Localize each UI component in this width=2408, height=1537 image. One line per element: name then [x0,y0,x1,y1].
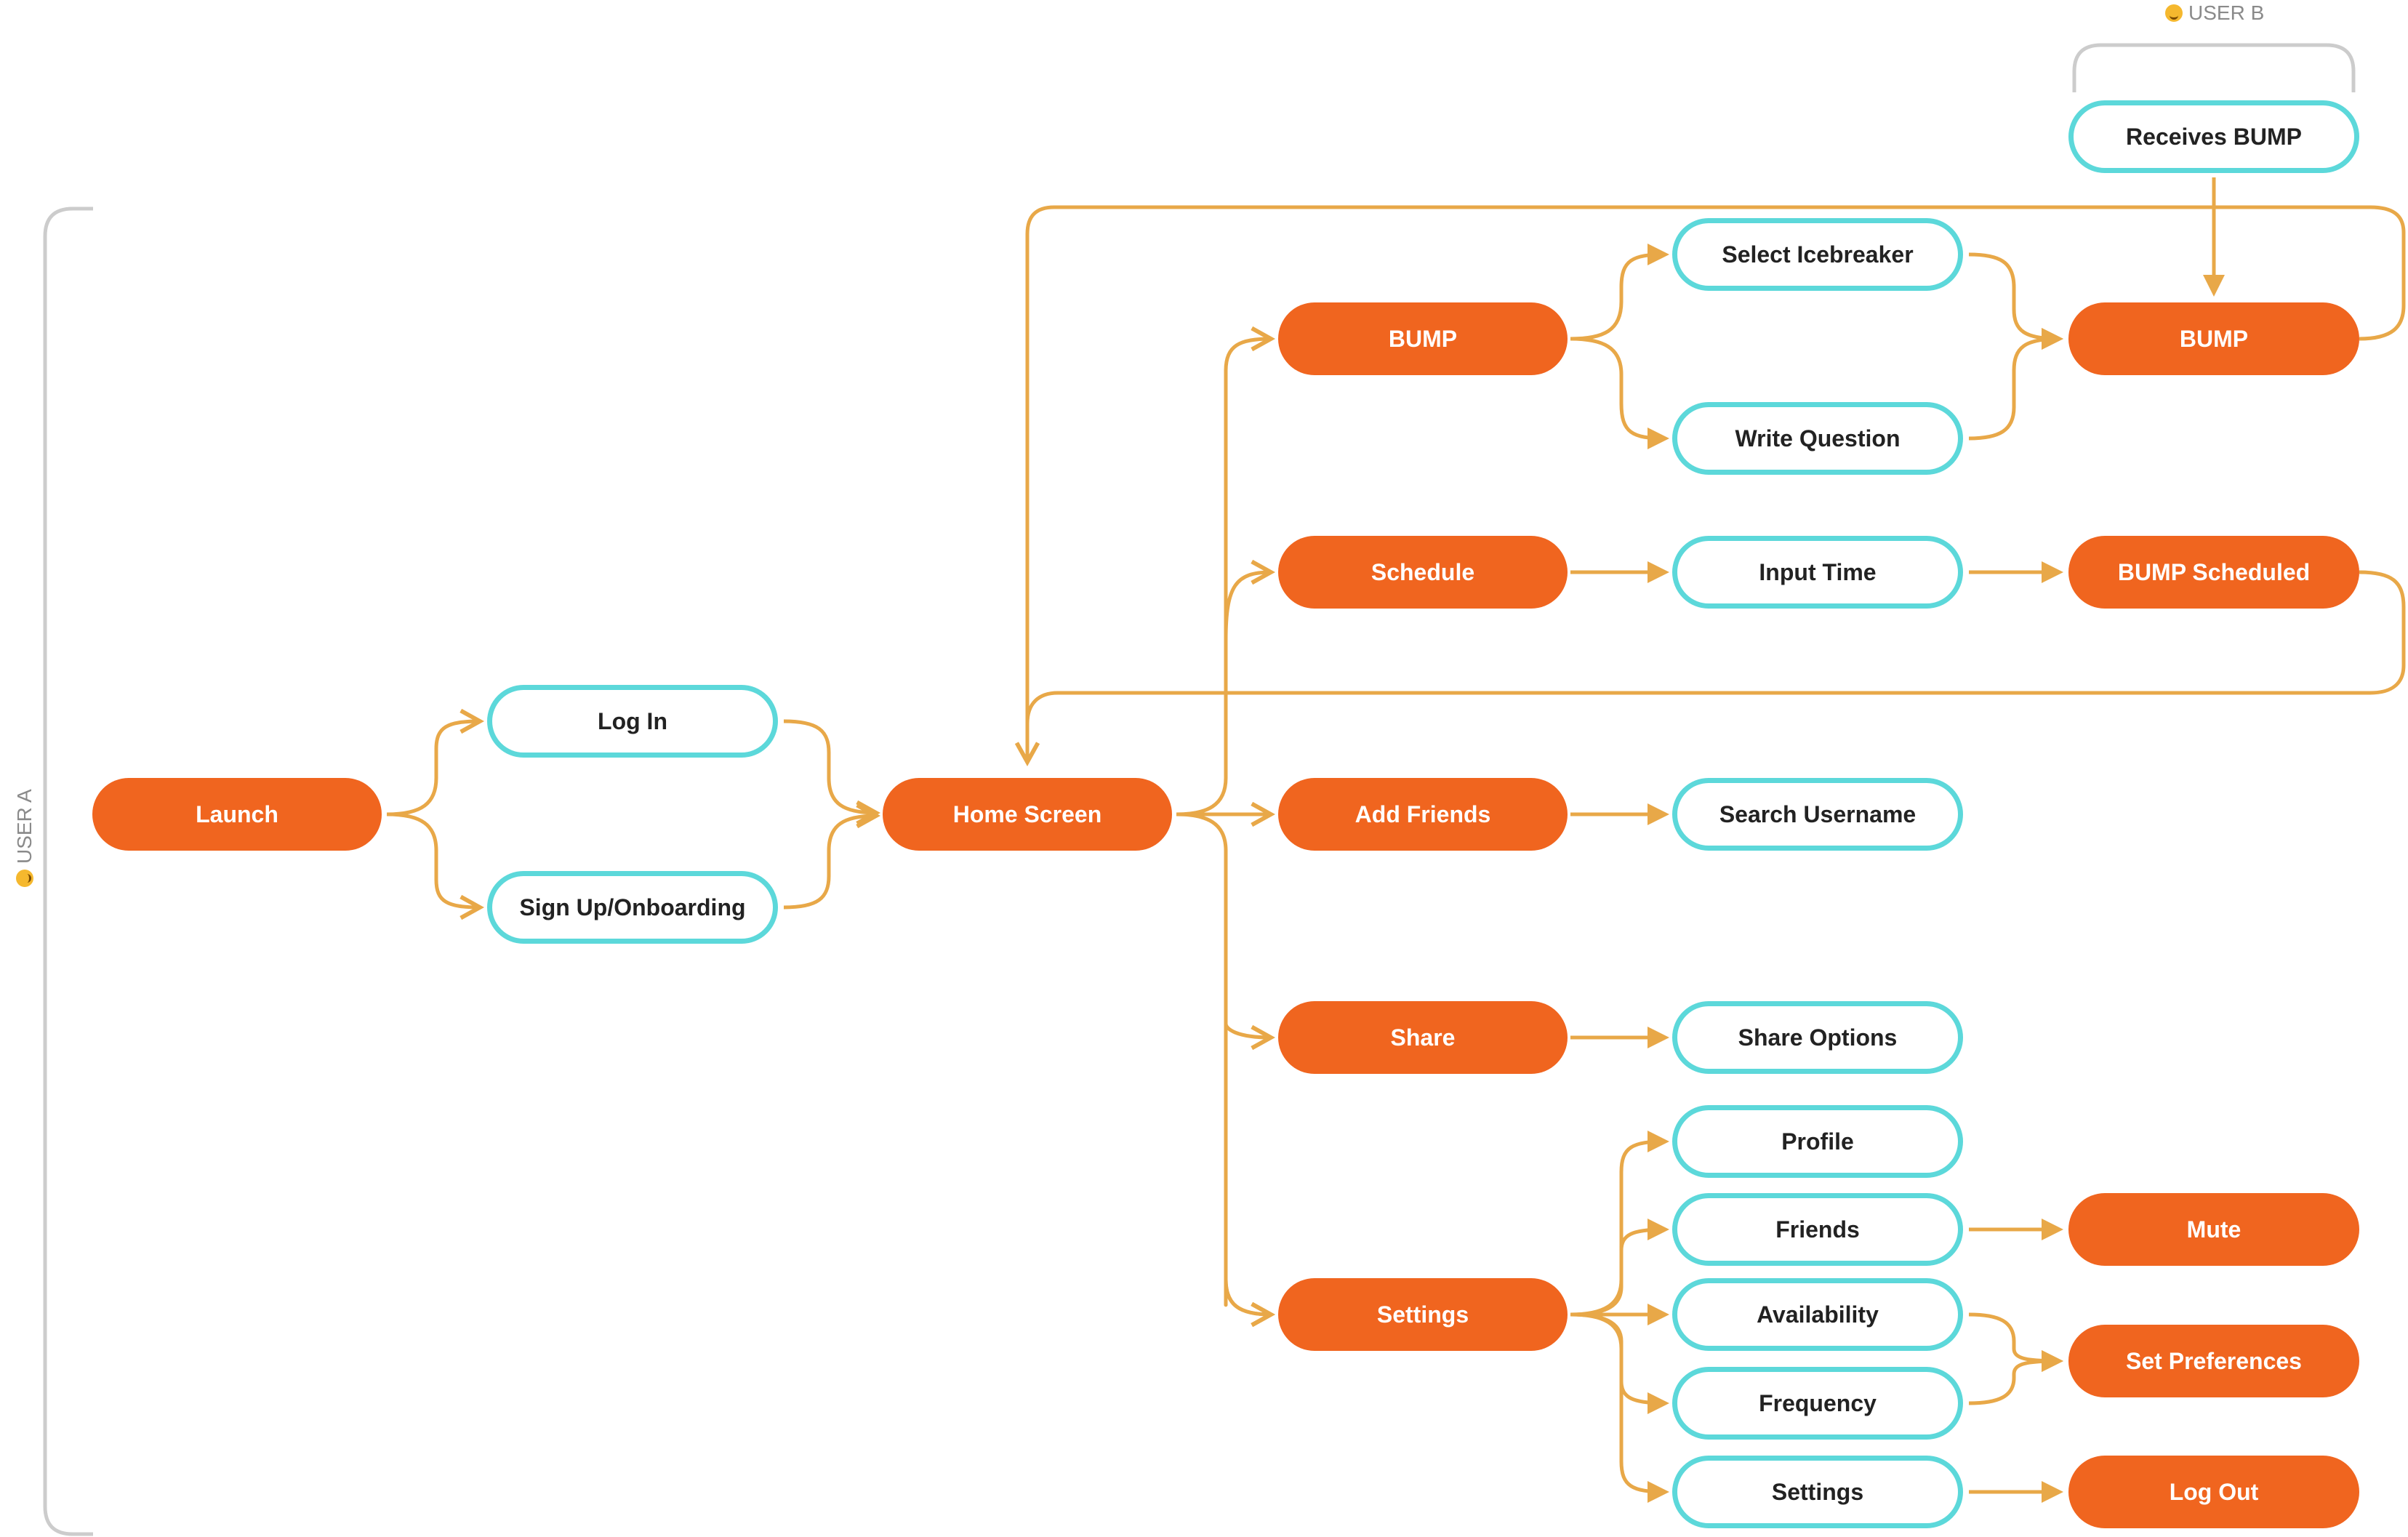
node-log-out[interactable]: Log Out [2068,1456,2359,1528]
user-face-icon [16,870,33,887]
user-a-bracket [43,206,93,1536]
node-log-in[interactable]: Log In [487,685,778,758]
node-bump-send[interactable]: BUMP [2068,302,2359,375]
node-input-time[interactable]: Input Time [1672,536,1963,609]
node-sign-up-onboarding[interactable]: Sign Up/Onboarding [487,871,778,944]
node-settings[interactable]: Settings [1278,1278,1568,1351]
node-share[interactable]: Share [1278,1001,1568,1074]
node-frequency[interactable]: Frequency [1672,1367,1963,1440]
node-launch[interactable]: Launch [92,778,382,851]
node-select-icebreaker[interactable]: Select Icebreaker [1672,218,1963,291]
node-home-screen[interactable]: Home Screen [883,778,1172,851]
node-share-options[interactable]: Share Options [1672,1001,1963,1074]
node-bump[interactable]: BUMP [1278,302,1568,375]
node-bump-scheduled[interactable]: BUMP Scheduled [2068,536,2359,609]
user-b-text: USER B [2188,1,2265,24]
node-profile[interactable]: Profile [1672,1105,1963,1178]
node-settings-sub[interactable]: Settings [1672,1456,1963,1528]
node-set-preferences[interactable]: Set Preferences [2068,1325,2359,1397]
node-friends[interactable]: Friends [1672,1193,1963,1266]
node-schedule[interactable]: Schedule [1278,536,1568,609]
user-face-icon [2165,4,2183,22]
node-search-username[interactable]: Search Username [1672,778,1963,851]
user-b-label: USER B [2165,1,2264,25]
user-a-label: USER A [13,789,36,887]
node-mute[interactable]: Mute [2068,1193,2359,1266]
node-receives-bump[interactable]: Receives BUMP [2068,100,2359,173]
node-add-friends[interactable]: Add Friends [1278,778,1568,851]
user-a-text: USER A [13,789,36,864]
node-availability[interactable]: Availability [1672,1278,1963,1351]
user-b-bracket [2072,43,2356,92]
node-write-question[interactable]: Write Question [1672,402,1963,475]
